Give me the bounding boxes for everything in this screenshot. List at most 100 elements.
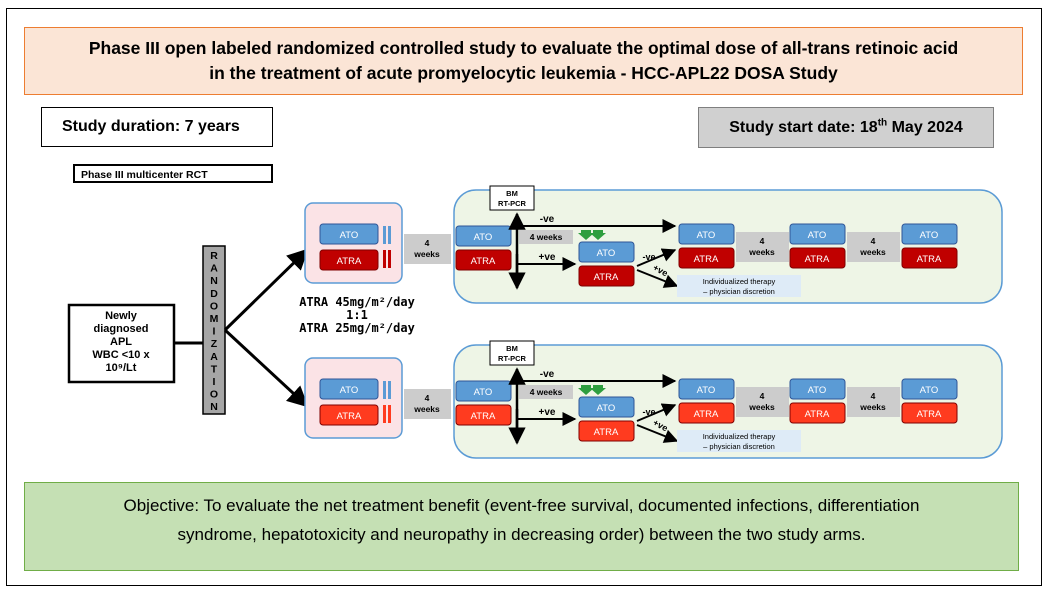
patient-line-4: WBC <10 x [92,349,150,361]
atra-label: ATRA [594,272,619,283]
atra-box [901,247,958,269]
atra-box [789,247,846,269]
ato-label: ATO [340,385,359,396]
pos-label: +ve [539,252,556,263]
rct-header: Phase III multicenter RCT [73,164,273,183]
four-weeks-box [736,387,789,417]
arrow-to-arm-1 [223,248,309,332]
neg-arrow-2 [636,248,677,267]
green-arrow-icon [578,230,594,240]
four-weeks-unit: weeks [859,402,886,412]
bm-label-2: RT-PCR [498,199,527,208]
bm-label-box [489,340,535,366]
atra-label: ATRA [805,254,830,265]
ato-bar [383,226,386,244]
start-date-rest: May 2024 [887,119,963,136]
ato-label: ATO [808,230,827,241]
four-weeks-num: 4 [425,393,430,403]
ato-box [789,378,846,400]
randomization-letter: I [213,376,216,388]
bm-label-2: RT-PCR [498,354,527,363]
atra-box [455,249,512,271]
four-weeks-num: 4 [871,391,876,401]
neg-arrow-2 [636,403,677,422]
four-weeks-inline-box [519,230,573,244]
ato-label: ATO [474,387,493,398]
dose-line-3: ATRA 25mg/m²/day [299,321,415,335]
ato-label: ATO [697,230,716,241]
ato-bar [383,381,386,399]
individualized-1: Individualized therapy [703,277,776,286]
randomization-letter: A [210,263,218,275]
individualized-box [677,430,801,452]
atra-bar [383,250,386,268]
ato-label: ATO [697,385,716,396]
ato-box [319,378,379,400]
four-weeks-inline: 4 weeks [530,387,563,397]
ato-label: ATO [920,230,939,241]
four-weeks-unit: weeks [748,402,775,412]
four-weeks-num: 4 [760,236,765,246]
randomization-letter: I [213,326,216,338]
atra-box [319,249,379,271]
ato-label: ATO [597,403,616,414]
ato-box [455,225,512,247]
pos-label: +ve [539,407,556,418]
four-weeks-unit: weeks [413,404,440,414]
ato-label: ATO [920,385,939,396]
patient-line-1: Newly [105,310,138,322]
randomization-letter: T [211,363,218,375]
atra-label: ATRA [917,254,942,265]
atra-box [678,402,735,424]
randomization-letter: N [210,275,218,287]
ato-box [901,378,958,400]
green-arrow-icon [590,230,606,240]
ato-box [455,380,512,402]
atra-bar [388,405,391,423]
atra-label: ATRA [694,409,719,420]
outer-frame [6,8,1042,586]
dose-line-1: ATRA 45mg/m²/day [299,295,415,309]
ato-box [678,378,735,400]
neg-label: -ve [642,407,655,417]
atra-box [455,404,512,426]
objective-line-1: Objective: To evaluate the net treatment… [123,496,920,515]
atra-box [678,247,735,269]
atra-box [578,420,635,442]
four-weeks-box [404,389,451,419]
four-weeks-num: 4 [760,391,765,401]
individualized-2: – physician discretion [703,442,775,451]
four-weeks-unit: weeks [413,249,440,259]
randomization-letter: Z [211,338,218,350]
ato-label: ATO [340,230,359,241]
ato-label: ATO [808,385,827,396]
atra-bar [383,405,386,423]
bm-label-1: BM [506,344,518,353]
four-weeks-box [404,234,451,264]
ato-bar [388,226,391,244]
neg-label: -ve [540,214,555,225]
neg-label: -ve [642,252,655,262]
four-weeks-box [736,232,789,262]
atra-label: ATRA [694,254,719,265]
bm-label-box [489,185,535,211]
atra-label: ATRA [805,409,830,420]
green-arrow-icon [578,385,594,395]
four-weeks-inline-box [519,385,573,399]
title-line-1: Phase III open labeled randomized contro… [88,38,959,58]
four-weeks-num: 4 [425,238,430,248]
ato-box [789,223,846,245]
study-duration-text: Study duration: 7 years [62,118,240,135]
four-weeks-unit: weeks [859,247,886,257]
randomization-letter: R [210,250,218,262]
atra-box [901,402,958,424]
ato-box [319,223,379,245]
atra-box [789,402,846,424]
study-title: Phase III open labeled randomized contro… [24,27,1023,95]
atra-box [578,265,635,287]
randomization-letter: M [210,313,219,325]
start-date-prefix: Study start date: 18 [729,119,878,136]
arrow-to-arm-2 [223,328,309,408]
